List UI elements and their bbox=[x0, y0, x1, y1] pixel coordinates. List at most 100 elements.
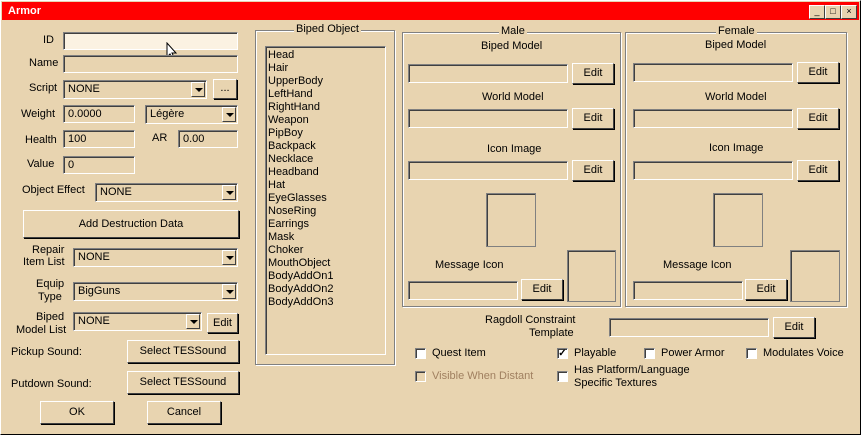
repair-item-list-select[interactable]: NONE bbox=[73, 248, 238, 267]
chevron-down-icon[interactable] bbox=[186, 314, 200, 329]
weight-field[interactable]: 0.0000 bbox=[63, 105, 135, 123]
list-item[interactable]: EyeGlasses bbox=[268, 192, 327, 204]
list-item[interactable]: Choker bbox=[268, 244, 304, 256]
list-item[interactable]: NoseRing bbox=[268, 205, 317, 217]
biped-object-title: Biped Object bbox=[294, 23, 361, 35]
id-field[interactable] bbox=[63, 32, 238, 50]
list-item[interactable]: UpperBody bbox=[268, 75, 324, 87]
male-message-icon-label: Message Icon bbox=[435, 259, 504, 271]
quest-item-checkbox[interactable] bbox=[415, 348, 426, 359]
putdown-sound-button[interactable]: Select TESSound bbox=[127, 371, 239, 394]
list-item[interactable]: Hair bbox=[268, 62, 289, 74]
name-label: Name bbox=[29, 57, 59, 69]
female-world-model-field[interactable] bbox=[633, 109, 793, 128]
female-message-icon-preview bbox=[790, 250, 840, 302]
ragdoll-template-field[interactable] bbox=[609, 318, 769, 337]
female-icon-image-edit-button[interactable]: Edit bbox=[797, 160, 839, 181]
chevron-down-icon[interactable] bbox=[222, 284, 236, 299]
list-item[interactable]: MouthObject bbox=[268, 257, 331, 269]
chevron-down-icon[interactable] bbox=[222, 185, 236, 200]
list-item[interactable]: Earrings bbox=[268, 218, 309, 230]
object-effect-label: Object Effect bbox=[22, 184, 85, 196]
platform-textures-label-line1: Has Platform/Language bbox=[574, 364, 690, 376]
platform-textures-label-line2: Specific Textures bbox=[574, 377, 657, 389]
power-armor-label: Power Armor bbox=[661, 347, 725, 359]
male-icon-image-field[interactable] bbox=[408, 161, 568, 180]
biped-model-list-value: NONE bbox=[78, 315, 110, 327]
male-world-model-label: World Model bbox=[482, 91, 544, 103]
male-world-model-field[interactable] bbox=[408, 109, 568, 128]
minimize-button[interactable]: _ bbox=[809, 5, 825, 19]
female-icon-image-field[interactable] bbox=[633, 161, 793, 180]
list-item[interactable]: Backpack bbox=[268, 140, 316, 152]
chevron-down-icon[interactable] bbox=[222, 250, 236, 265]
chevron-down-icon[interactable] bbox=[191, 82, 205, 97]
biped-model-list-edit-button[interactable]: Edit bbox=[207, 313, 238, 333]
value-field[interactable]: 0 bbox=[63, 156, 135, 174]
female-message-icon-label: Message Icon bbox=[663, 259, 732, 271]
list-item[interactable]: LeftHand bbox=[268, 88, 313, 100]
health-field[interactable]: 100 bbox=[63, 130, 135, 148]
list-item[interactable]: BodyAddOn3 bbox=[268, 296, 334, 308]
list-item[interactable]: Hat bbox=[268, 179, 286, 191]
chevron-down-icon[interactable] bbox=[222, 107, 236, 122]
cancel-button[interactable]: Cancel bbox=[147, 401, 221, 424]
list-item[interactable]: Head bbox=[268, 49, 295, 61]
ar-label: AR bbox=[152, 132, 168, 144]
list-item[interactable]: Weapon bbox=[268, 114, 309, 126]
close-button[interactable]: × bbox=[841, 5, 857, 19]
female-biped-model-edit-button[interactable]: Edit bbox=[797, 62, 839, 83]
modulates-voice-label: Modulates Voice bbox=[763, 347, 844, 359]
ragdoll-edit-button[interactable]: Edit bbox=[773, 317, 815, 338]
list-item[interactable]: BodyAddOn1 bbox=[268, 270, 334, 282]
power-armor-checkbox[interactable] bbox=[644, 348, 655, 359]
male-message-icon-field[interactable] bbox=[408, 281, 518, 300]
value-label: Value bbox=[27, 158, 55, 170]
visible-when-distant-checkbox[interactable] bbox=[415, 371, 426, 382]
add-destruction-data-button[interactable]: Add Destruction Data bbox=[23, 210, 239, 238]
ar-field[interactable]: 0.00 bbox=[178, 130, 238, 148]
list-item[interactable]: Mask bbox=[268, 231, 295, 243]
object-effect-select[interactable]: NONE bbox=[95, 183, 238, 202]
ok-button[interactable]: OK bbox=[40, 401, 114, 424]
male-world-model-edit-button[interactable]: Edit bbox=[572, 108, 614, 129]
weight-class-select[interactable]: Légère bbox=[145, 105, 238, 124]
script-browse-button[interactable]: ... bbox=[213, 79, 237, 99]
quest-item-label: Quest Item bbox=[432, 347, 486, 359]
female-biped-model-field[interactable] bbox=[633, 63, 793, 82]
name-field[interactable] bbox=[63, 55, 238, 73]
weight-class-value: Légère bbox=[150, 108, 185, 120]
list-item[interactable]: Necklace bbox=[268, 153, 314, 165]
pickup-sound-button[interactable]: Select TESSound bbox=[127, 340, 239, 363]
male-icon-image-edit-button[interactable]: Edit bbox=[572, 160, 614, 181]
list-item[interactable]: BodyAddOn2 bbox=[268, 283, 334, 295]
list-item[interactable]: Headband bbox=[268, 166, 319, 178]
ragdoll-label-line1: Ragdoll Constraint bbox=[485, 314, 576, 326]
female-world-model-edit-button[interactable]: Edit bbox=[797, 108, 839, 129]
window-title: Armor bbox=[8, 5, 42, 17]
equip-label-line1: Equip bbox=[36, 278, 65, 290]
biped-model-list-select[interactable]: NONE bbox=[73, 312, 202, 331]
equip-type-select[interactable]: BigGuns bbox=[73, 282, 238, 301]
title-bar[interactable]: Armor _ □ × bbox=[2, 2, 859, 20]
male-biped-model-field[interactable] bbox=[408, 64, 568, 83]
list-item[interactable]: RightHand bbox=[268, 101, 320, 113]
maximize-button[interactable]: □ bbox=[825, 5, 841, 19]
script-select[interactable]: NONE bbox=[63, 80, 207, 99]
visible-when-distant-label: Visible When Distant bbox=[432, 370, 534, 382]
script-label: Script bbox=[29, 82, 58, 94]
male-message-icon-edit-button[interactable]: Edit bbox=[521, 279, 563, 300]
female-message-icon-field[interactable] bbox=[633, 281, 743, 300]
list-item[interactable]: PipBoy bbox=[268, 127, 303, 139]
repair-label-line1: Repair bbox=[32, 244, 65, 256]
male-biped-model-edit-button[interactable]: Edit bbox=[572, 63, 614, 84]
script-select-value: NONE bbox=[68, 83, 100, 95]
putdown-sound-label: Putdown Sound: bbox=[11, 378, 92, 390]
modulates-voice-checkbox[interactable] bbox=[746, 348, 757, 359]
id-label: ID bbox=[43, 34, 54, 46]
platform-textures-checkbox[interactable] bbox=[557, 371, 568, 382]
female-message-icon-edit-button[interactable]: Edit bbox=[745, 279, 787, 300]
female-icon-preview bbox=[713, 193, 763, 247]
playable-checkbox[interactable]: ✓ bbox=[557, 348, 568, 359]
